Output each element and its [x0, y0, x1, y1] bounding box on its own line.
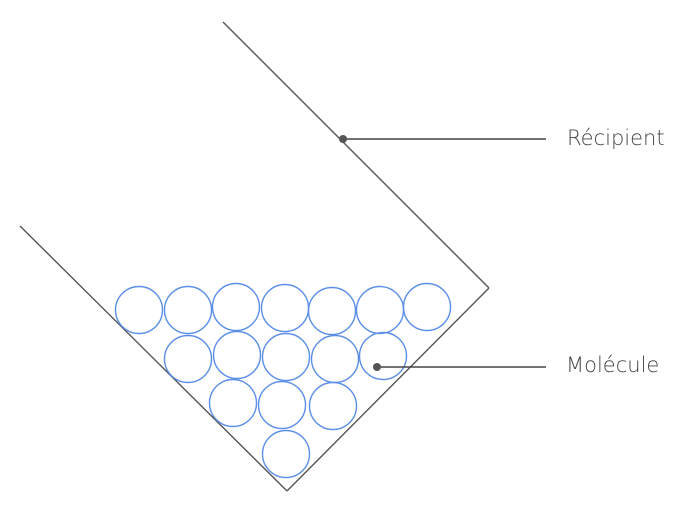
- molecule: [208, 378, 258, 428]
- molecule: [308, 381, 358, 431]
- container-outline: [19, 21, 490, 492]
- molecule-callout: Molécule: [373, 353, 659, 377]
- molecule: [163, 285, 213, 335]
- container-leader-dot: [339, 135, 347, 143]
- molecule: [355, 285, 405, 335]
- molecule: [402, 282, 452, 332]
- molecule-leader-dot: [373, 363, 381, 371]
- molecule-label: Molécule: [566, 353, 659, 377]
- molecule: [114, 285, 164, 335]
- container-left-wall: [19, 225, 288, 492]
- molecule: [260, 283, 310, 333]
- molecule-group: [114, 282, 452, 479]
- molecule: [358, 331, 408, 381]
- molecule: [211, 282, 261, 332]
- container-right-wall: [286, 287, 490, 492]
- molecule: [261, 332, 311, 382]
- container-label: Récipient: [567, 126, 665, 150]
- molecule: [307, 286, 357, 336]
- molecule: [310, 334, 360, 384]
- container-callout: Récipient: [339, 126, 665, 150]
- molecule: [163, 334, 213, 384]
- container-back-wall: [222, 21, 490, 289]
- molecule: [212, 330, 262, 380]
- molecule: [257, 380, 307, 430]
- molecule: [261, 429, 311, 479]
